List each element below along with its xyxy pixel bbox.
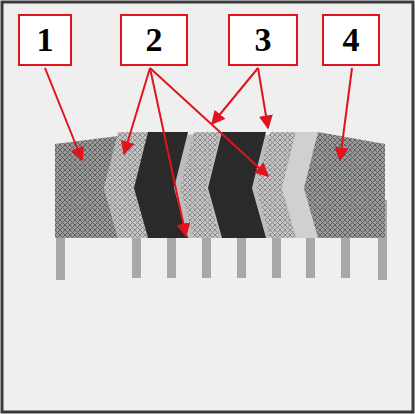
leader-lines: [45, 68, 352, 236]
leader-arrow: [258, 68, 268, 128]
dark-segment: [134, 132, 188, 238]
leader-arrow: [150, 68, 186, 236]
leader-arrow: [212, 68, 258, 124]
leader-arrow: [150, 68, 268, 176]
end-segment: [304, 132, 385, 238]
leader-arrow: [340, 68, 352, 160]
callout-number: 4: [322, 14, 380, 66]
tread-band: [55, 132, 385, 238]
callout-number: 1: [18, 14, 72, 66]
leader-arrow: [124, 68, 150, 154]
leader-arrow: [45, 68, 82, 160]
callout-number: 3: [228, 14, 298, 66]
callout-number: 2: [120, 14, 188, 66]
